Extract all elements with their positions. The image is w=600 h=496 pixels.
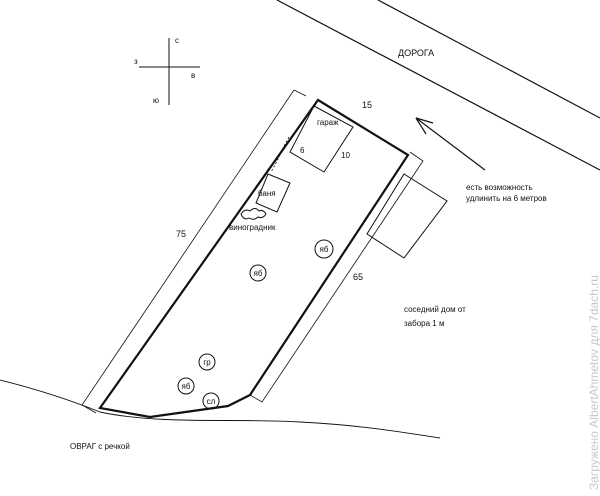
tree-pear: гр — [198, 353, 216, 371]
vineyard-label: виноградник — [229, 223, 276, 232]
road-edge-upper — [276, 0, 600, 171]
compass-south: ю — [153, 96, 159, 105]
tree-plum: сл — [202, 392, 220, 410]
garage-hatch-line — [270, 136, 290, 173]
right-dimension-line — [249, 151, 424, 403]
tree-label: яб — [182, 382, 191, 391]
road-edge-lower — [377, 0, 600, 119]
tree-apple-3: яб — [177, 377, 195, 395]
garage-dim-depth: 10 — [341, 151, 350, 160]
compass-west: з — [134, 57, 138, 66]
vineyard-icon — [240, 208, 267, 220]
tree-apple-2: яб — [249, 264, 267, 282]
compass-east: в — [191, 71, 195, 80]
tree-label: яб — [320, 245, 329, 254]
banya — [255, 173, 291, 213]
arrow-icon — [415, 117, 486, 171]
plot-boundary — [98, 98, 410, 419]
tree-label: гр — [203, 358, 211, 367]
garage — [289, 105, 354, 173]
top-dimension-cap — [293, 89, 307, 97]
neighbor-note-line-2: забора 1 м — [404, 319, 444, 328]
banya-label: баня — [258, 189, 276, 198]
dimension-top: 15 — [362, 100, 372, 110]
extend-note-line-1: есть возможность — [466, 183, 533, 192]
garage-dim-side: 6 — [300, 146, 305, 155]
left-dimension-line — [81, 89, 295, 414]
compass-north: с — [175, 36, 179, 45]
compass — [139, 38, 200, 105]
watermark: Загружено AlbertAhmetov для 7dach.ru — [587, 275, 600, 490]
neighbor-house — [366, 173, 448, 259]
extend-note-line-2: удлинить на 6 метров — [466, 194, 547, 203]
garage-label: гараж — [317, 118, 339, 127]
tree-apple-1: яб — [314, 239, 334, 259]
ravine-label: ОВРАГ с речкой — [70, 442, 130, 451]
road-label: ДОРОГА — [398, 48, 434, 58]
dimension-right: 65 — [353, 272, 363, 282]
dimension-left: 75 — [176, 229, 186, 239]
tree-label: яб — [254, 269, 263, 278]
ravine-edge — [0, 379, 441, 439]
tree-label: сл — [207, 397, 216, 406]
dimension-lines — [81, 89, 424, 414]
road — [276, 0, 600, 171]
neighbor-note-line-1: соседний дом от — [404, 305, 466, 314]
